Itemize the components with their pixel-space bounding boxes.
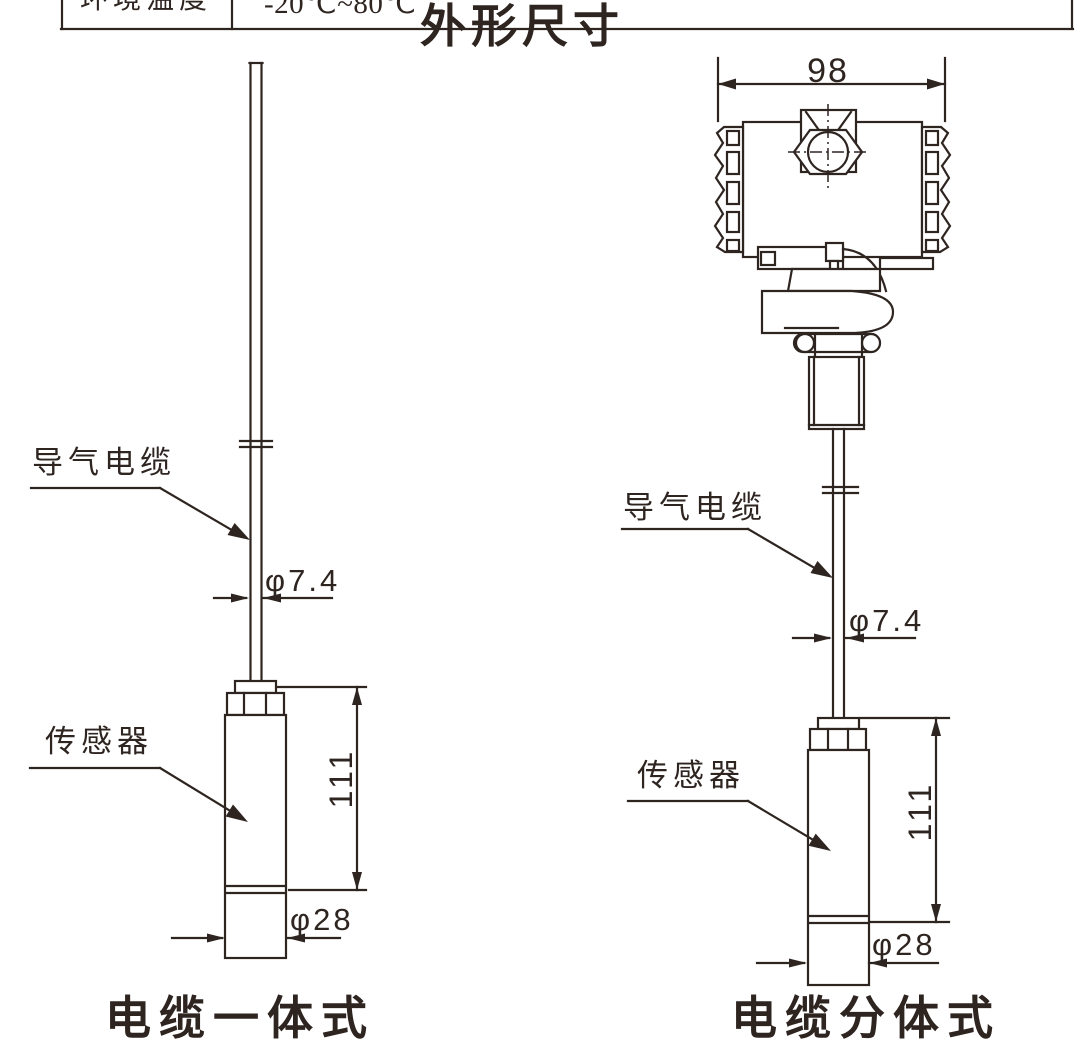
- cable-leader-arrow: [620, 527, 833, 578]
- cable-label-split: 导气电缆: [623, 490, 767, 525]
- dim-cable-diameter: [212, 593, 334, 603]
- sensor-leader-arrow: [28, 766, 248, 822]
- dim-cable-diameter: [791, 633, 917, 643]
- dim-length-integrated: 111: [323, 747, 359, 809]
- dim-length-split: 111: [902, 780, 938, 842]
- sensor-body: [223, 679, 288, 960]
- process-fitting: [792, 332, 882, 431]
- mounting-bracket: [756, 241, 935, 335]
- figure-cable-split: [620, 56, 952, 987]
- dim-housing-width: [716, 56, 947, 123]
- dim-cable-diameter-split: φ7.4: [849, 603, 925, 638]
- conduit-plug: [788, 104, 868, 192]
- dim-sensor-diameter-split: φ28: [872, 927, 936, 962]
- cable-lines: [831, 427, 846, 720]
- cable-lines: [248, 61, 264, 684]
- cable-leader-arrow: [29, 486, 250, 540]
- cable-label-integrated: 导气电缆: [32, 445, 176, 480]
- table-cell-ambient-temp-label: 环境温度: [80, 0, 212, 14]
- table-cell-ambient-temp-value: -20℃~80℃: [264, 0, 417, 20]
- transmitter-housing: [713, 104, 952, 259]
- cable-break-mark: [821, 485, 860, 495]
- sensor-label-integrated: 传感器: [45, 724, 153, 759]
- caption-integrated: 电缆一体式: [105, 992, 375, 1044]
- sensor-label-split: 传感器: [637, 758, 745, 793]
- dim-housing-width: 98: [807, 52, 849, 90]
- dim-cable-diameter-integrated: φ7.4: [265, 563, 341, 598]
- dim-sensor-length: [859, 716, 951, 924]
- dim-sensor-length: [275, 685, 368, 892]
- dim-sensor-diameter: [755, 958, 940, 968]
- sensor-body: [806, 716, 871, 987]
- cable-break-mark: [238, 439, 274, 449]
- caption-split: 电缆分体式: [731, 992, 1001, 1044]
- spec-table-fragment: [59, 0, 1075, 31]
- figure-cable-integrated: [28, 61, 368, 960]
- dim-sensor-diameter: [170, 933, 342, 943]
- sensor-leader-arrow: [626, 799, 831, 851]
- dim-sensor-diameter-integrated: φ28: [290, 902, 354, 937]
- page-title: 外形尺寸: [420, 0, 624, 52]
